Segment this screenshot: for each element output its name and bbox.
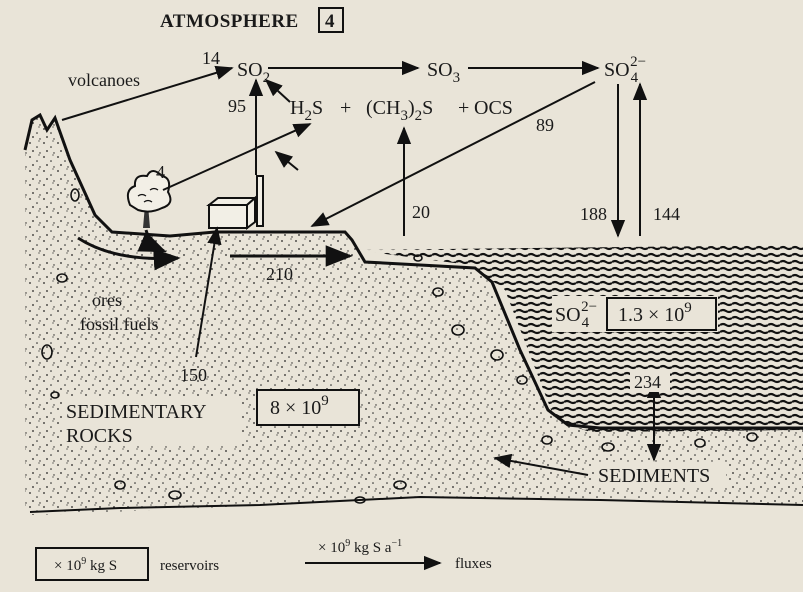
so2-label: SO2 [237,59,270,86]
flux-so4-deposition: 89 [536,115,554,135]
ocean-label-bg [552,296,718,332]
flux-ocean-emission: 20 [412,202,430,222]
rocks-reservoir-box [256,389,360,426]
flux-sedimentation-bg [630,370,670,392]
flux-arrows [61,60,662,571]
flux-h2s-so2: 95 [228,96,246,116]
flux-volcano-so2: 14 [202,48,220,68]
atmosphere-box-number: 4 [325,11,335,32]
flux-mining: 150 [180,365,207,385]
ocean-reservoir-box [606,297,717,331]
arrow-mining [195,226,222,358]
arrow-h2s-so2 [264,78,291,103]
atmosphere-label: ATMOSPHERE [160,11,299,32]
plus-1: + [340,97,351,119]
arrow-volcano-so2 [61,65,234,121]
factory-icon [206,175,264,230]
so3-label: SO3 [427,59,460,86]
runoff-arrows [77,229,353,271]
ocean-so4-label: SO42− [555,299,597,331]
pebbles [41,188,758,504]
volcanoes-label: volcanoes [68,70,140,90]
ocs-label: OCS [474,97,513,119]
arrow-so4-deposition [310,81,596,227]
legend-reservoir-unit: × 109 kg S [54,556,117,574]
ocean [355,245,803,432]
rocks-label-line2: ROCKS [66,425,133,447]
rocks-label-line1: SEDIMENTARY [66,401,207,423]
flux-plant-emission: 4 [156,162,165,182]
legend-flux-unit: × 109 kg S a−1 [318,538,402,556]
flux-river-runoff: 210 [266,264,293,284]
h2s-label: H2S [290,97,323,124]
ocean-reservoir-value: 1.3 × 109 [618,300,692,326]
dms-label: (CH3)2S [366,97,433,124]
arrow-factory-h2s [274,150,299,171]
arrow-tree-runoff [77,236,181,271]
arrow-tree-h2s [162,123,312,191]
legend-reservoir-label: reservoirs [160,558,219,574]
so4-air-label: SO42− [604,54,646,86]
arrow-tree-root [137,229,167,253]
fossil-fuels-label: fossil fuels [80,314,159,334]
sediments-label: SEDIMENTS [598,465,710,487]
bedrock-line [29,495,803,513]
coastline [23,112,803,430]
rocks-reservoir-value: 8 × 109 [270,393,329,419]
flux-air-to-ocean: 188 [580,204,607,224]
flux-sedimentation: 234 [634,372,661,392]
ores-label: ores [92,290,122,310]
flux-ocean-to-air: 144 [653,204,680,224]
tree-icon [126,170,172,228]
plus-2: + [458,97,469,119]
rocks-label-bg [62,398,242,446]
atmosphere-box [318,7,344,33]
arrow-sediments-to-rocks [493,453,589,476]
legend-flux-label: fluxes [455,556,492,572]
sediments-label-bg [594,462,726,488]
legend-reservoir-box [35,547,149,581]
